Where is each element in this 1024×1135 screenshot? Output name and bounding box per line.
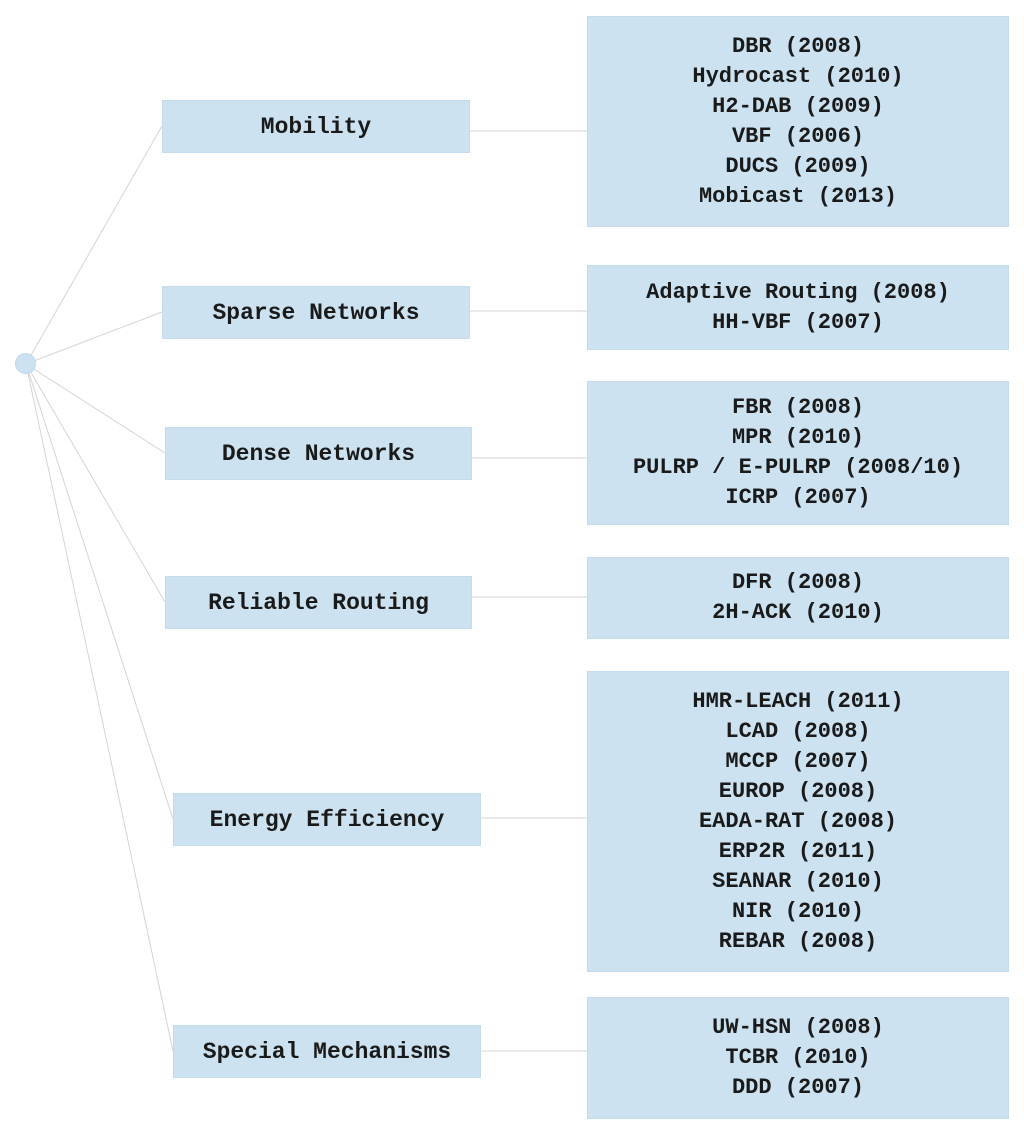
protocol-item: HMR-LEACH (2011) xyxy=(692,688,904,714)
protocol-item: MPR (2010) xyxy=(731,425,865,450)
edge-root-mobility xyxy=(25,125,163,365)
protocol-item: PULRP / E-PULRP (2008/10) xyxy=(632,455,964,480)
protocol-list-sparse-networks: Adaptive Routing (2008) HH-VBF (2007) xyxy=(587,265,1009,350)
protocol-item: LCAD (2008) xyxy=(725,718,871,744)
protocol-item: Hydrocast (2010) xyxy=(692,63,904,89)
protocol-item: FBR (2008) xyxy=(731,395,865,420)
protocol-item: DUCS (2009) xyxy=(725,153,871,179)
root-node xyxy=(15,353,36,374)
edge-root-reliable-routing xyxy=(25,363,166,603)
protocol-item: TCBR (2010) xyxy=(725,1045,871,1070)
edge-root-sparse-networks xyxy=(25,311,163,365)
protocol-item: SEANAR (2010) xyxy=(712,868,884,894)
category-label: Reliable Routing xyxy=(208,589,429,616)
category-label: Mobility xyxy=(260,113,372,140)
edge-root-special-mechanisms xyxy=(25,363,174,1052)
protocol-list-mobility: DBR (2008) Hydrocast (2010) H2-DAB (2009… xyxy=(587,16,1009,227)
protocol-list-reliable-routing: DFR (2008) 2H-ACK (2010) xyxy=(587,557,1009,639)
edge-root-dense-networks xyxy=(25,363,166,454)
protocol-item: 2H-ACK (2010) xyxy=(712,600,884,625)
category-label: Energy Efficiency xyxy=(209,806,445,833)
category-mobility: Mobility xyxy=(162,100,470,153)
protocol-list-energy-efficiency: HMR-LEACH (2011) LCAD (2008) MCCP (2007)… xyxy=(587,671,1009,972)
category-sparse-networks: Sparse Networks xyxy=(162,286,470,339)
protocol-item: VBF (2006) xyxy=(731,123,865,149)
protocol-item: REBAR (2008) xyxy=(718,928,878,954)
protocol-item: DBR (2008) xyxy=(731,33,865,59)
protocol-item: Mobicast (2013) xyxy=(698,183,898,209)
category-label: Sparse Networks xyxy=(212,299,420,326)
protocol-item: DFR (2008) xyxy=(731,570,865,595)
category-energy-efficiency: Energy Efficiency xyxy=(173,793,481,846)
protocol-item: HH-VBF (2007) xyxy=(712,309,884,335)
protocol-item: H2-DAB (2009) xyxy=(712,93,884,119)
protocol-item: EADA-RAT (2008) xyxy=(698,808,898,834)
category-special-mechanisms: Special Mechanisms xyxy=(173,1025,481,1078)
protocol-item: MCCP (2007) xyxy=(725,748,871,774)
protocol-list-dense-networks: FBR (2008) MPR (2010) PULRP / E-PULRP (2… xyxy=(587,381,1009,525)
protocol-item: Adaptive Routing (2008) xyxy=(646,279,950,305)
protocol-item: EUROP (2008) xyxy=(718,778,878,804)
category-dense-networks: Dense Networks xyxy=(165,427,472,480)
protocol-item: ERP2R (2011) xyxy=(718,838,878,864)
category-reliable-routing: Reliable Routing xyxy=(165,576,472,629)
protocol-item: ICRP (2007) xyxy=(725,485,871,510)
edge-root-energy-efficiency xyxy=(25,363,174,820)
protocol-list-special-mechanisms: UW-HSN (2008) TCBR (2010) DDD (2007) xyxy=(587,997,1009,1119)
category-label: Special Mechanisms xyxy=(202,1038,452,1065)
protocol-item: DDD (2007) xyxy=(731,1075,865,1100)
category-label: Dense Networks xyxy=(221,440,416,467)
protocol-item: NIR (2010) xyxy=(731,898,865,924)
protocol-item: UW-HSN (2008) xyxy=(712,1015,884,1040)
